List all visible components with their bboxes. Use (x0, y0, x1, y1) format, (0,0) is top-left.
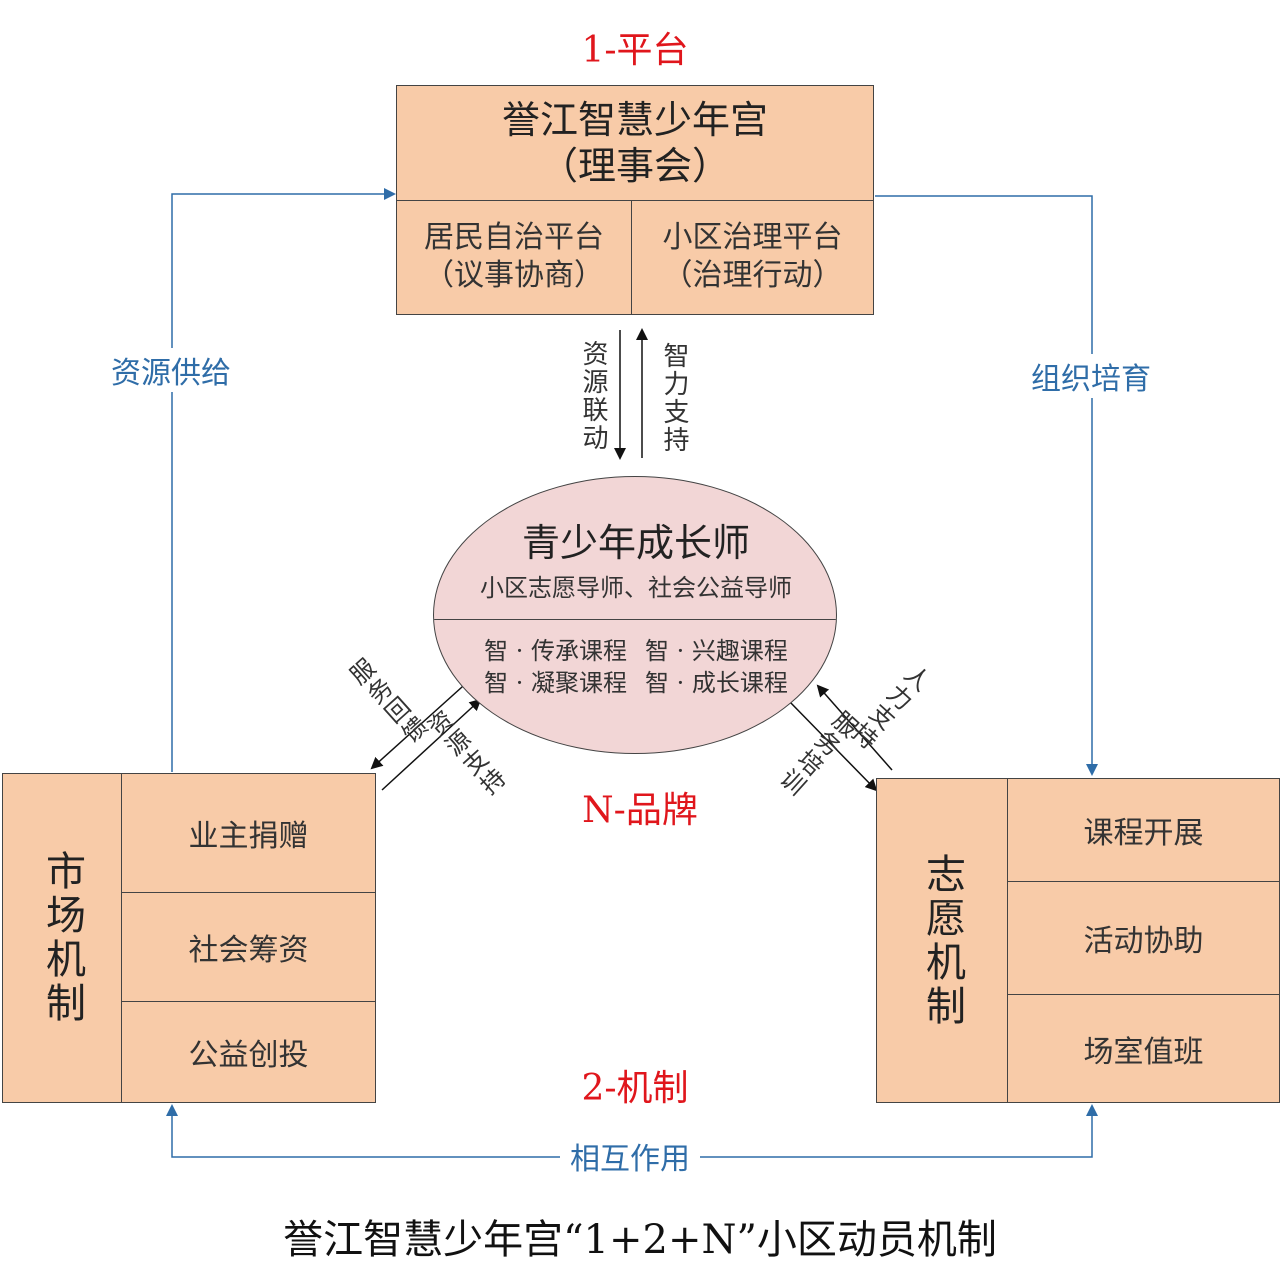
resident-platform-sub: （议事协商） (424, 258, 604, 293)
platform-title-area: 誉江智慧少年宫 （理事会） (397, 86, 873, 200)
course-2: 智 · 兴趣课程 (645, 636, 788, 665)
resource-support-arrow (381, 698, 482, 791)
interaction-line-right (690, 1104, 1098, 1158)
market-divider-h1 (122, 892, 375, 893)
market-mechanism-box: 市场机制 业主捐赠 社会筹资 公益创投 (2, 773, 376, 1103)
market-mechanism-title: 市场机制 (39, 850, 85, 1026)
ellipse-divider (434, 619, 836, 620)
org-cultivation-line (875, 195, 1098, 776)
interaction-line-left (166, 1104, 620, 1158)
platform-label: 1-平台 (581, 30, 689, 71)
market-divider-v (121, 774, 122, 1102)
platform-title: 誉江智慧少年宫 (501, 98, 768, 142)
resource-supply-label: 资源供给 (96, 348, 246, 392)
course-row-2: 智 · 凝聚课程 智 · 成长课程 (434, 663, 836, 697)
market-item-1: 业主捐赠 (188, 819, 309, 854)
service-feedback-arrow (370, 677, 473, 770)
mechanism-label: 2-机制 (581, 1068, 689, 1109)
course-4: 智 · 成长课程 (645, 668, 788, 697)
org-cultivation-label: 组织培育 (1016, 354, 1166, 398)
course-3: 智 · 凝聚课程 (484, 668, 627, 697)
intellect-support-label: 智力支持 (659, 342, 689, 454)
market-divider-h2 (122, 1001, 375, 1002)
volunteer-divider-h1 (1008, 881, 1279, 882)
resident-platform-cell: 居民自治平台 （议事协商） (397, 201, 631, 313)
ellipse-title: 青少年成长师 (521, 520, 750, 565)
volunteer-mechanism-title: 志愿机制 (919, 852, 965, 1029)
volunteer-item-1: 课程开展 (1083, 816, 1204, 851)
course-row-1: 智 · 传承课程 智 · 兴趣课程 (434, 631, 836, 665)
volunteer-divider-h2 (1008, 994, 1279, 995)
interaction-label: 相互作用 (560, 1134, 700, 1178)
resident-platform-name: 居民自治平台 (424, 220, 604, 255)
platform-box: 誉江智慧少年宫 （理事会） 居民自治平台 （议事协商） 小区治理平台 （治理行动… (396, 85, 874, 315)
ellipse-subtitle: 小区志愿导师、社会公益导师 (480, 573, 792, 602)
service-training-arrow (787, 699, 878, 792)
governance-platform-sub: （治理行动） (662, 258, 843, 293)
volunteer-mechanism-box: 志愿机制 课程开展 活动协助 场室值班 (876, 778, 1280, 1103)
resource-link-label: 资源联动 (578, 340, 608, 452)
manpower-support-arrow (816, 684, 893, 771)
platform-divider-h (397, 200, 873, 201)
governance-platform-name: 小区治理平台 (662, 220, 843, 255)
resource-supply-line (171, 188, 396, 772)
volunteer-item-2: 活动协助 (1083, 924, 1204, 959)
volunteer-item-3: 场室值班 (1083, 1034, 1204, 1070)
governance-platform-cell: 小区治理平台 （治理行动） (632, 201, 873, 313)
course-1: 智 · 传承课程 (484, 636, 627, 665)
platform-subtitle: （理事会） (539, 144, 730, 188)
growth-mentor-ellipse: 青少年成长师 小区志愿导师、社会公益导师 智 · 传承课程 智 · 兴趣课程 智… (433, 476, 837, 754)
brand-label: N-品牌 (582, 790, 698, 831)
volunteer-divider-v (1007, 779, 1008, 1102)
platform-divider-v (631, 200, 632, 314)
market-item-2: 社会筹资 (188, 933, 309, 968)
diagram-caption: 誉江智慧少年宫“1+2+N”小区动员机制 (283, 1217, 997, 1263)
market-item-3: 公益创投 (188, 1038, 309, 1073)
